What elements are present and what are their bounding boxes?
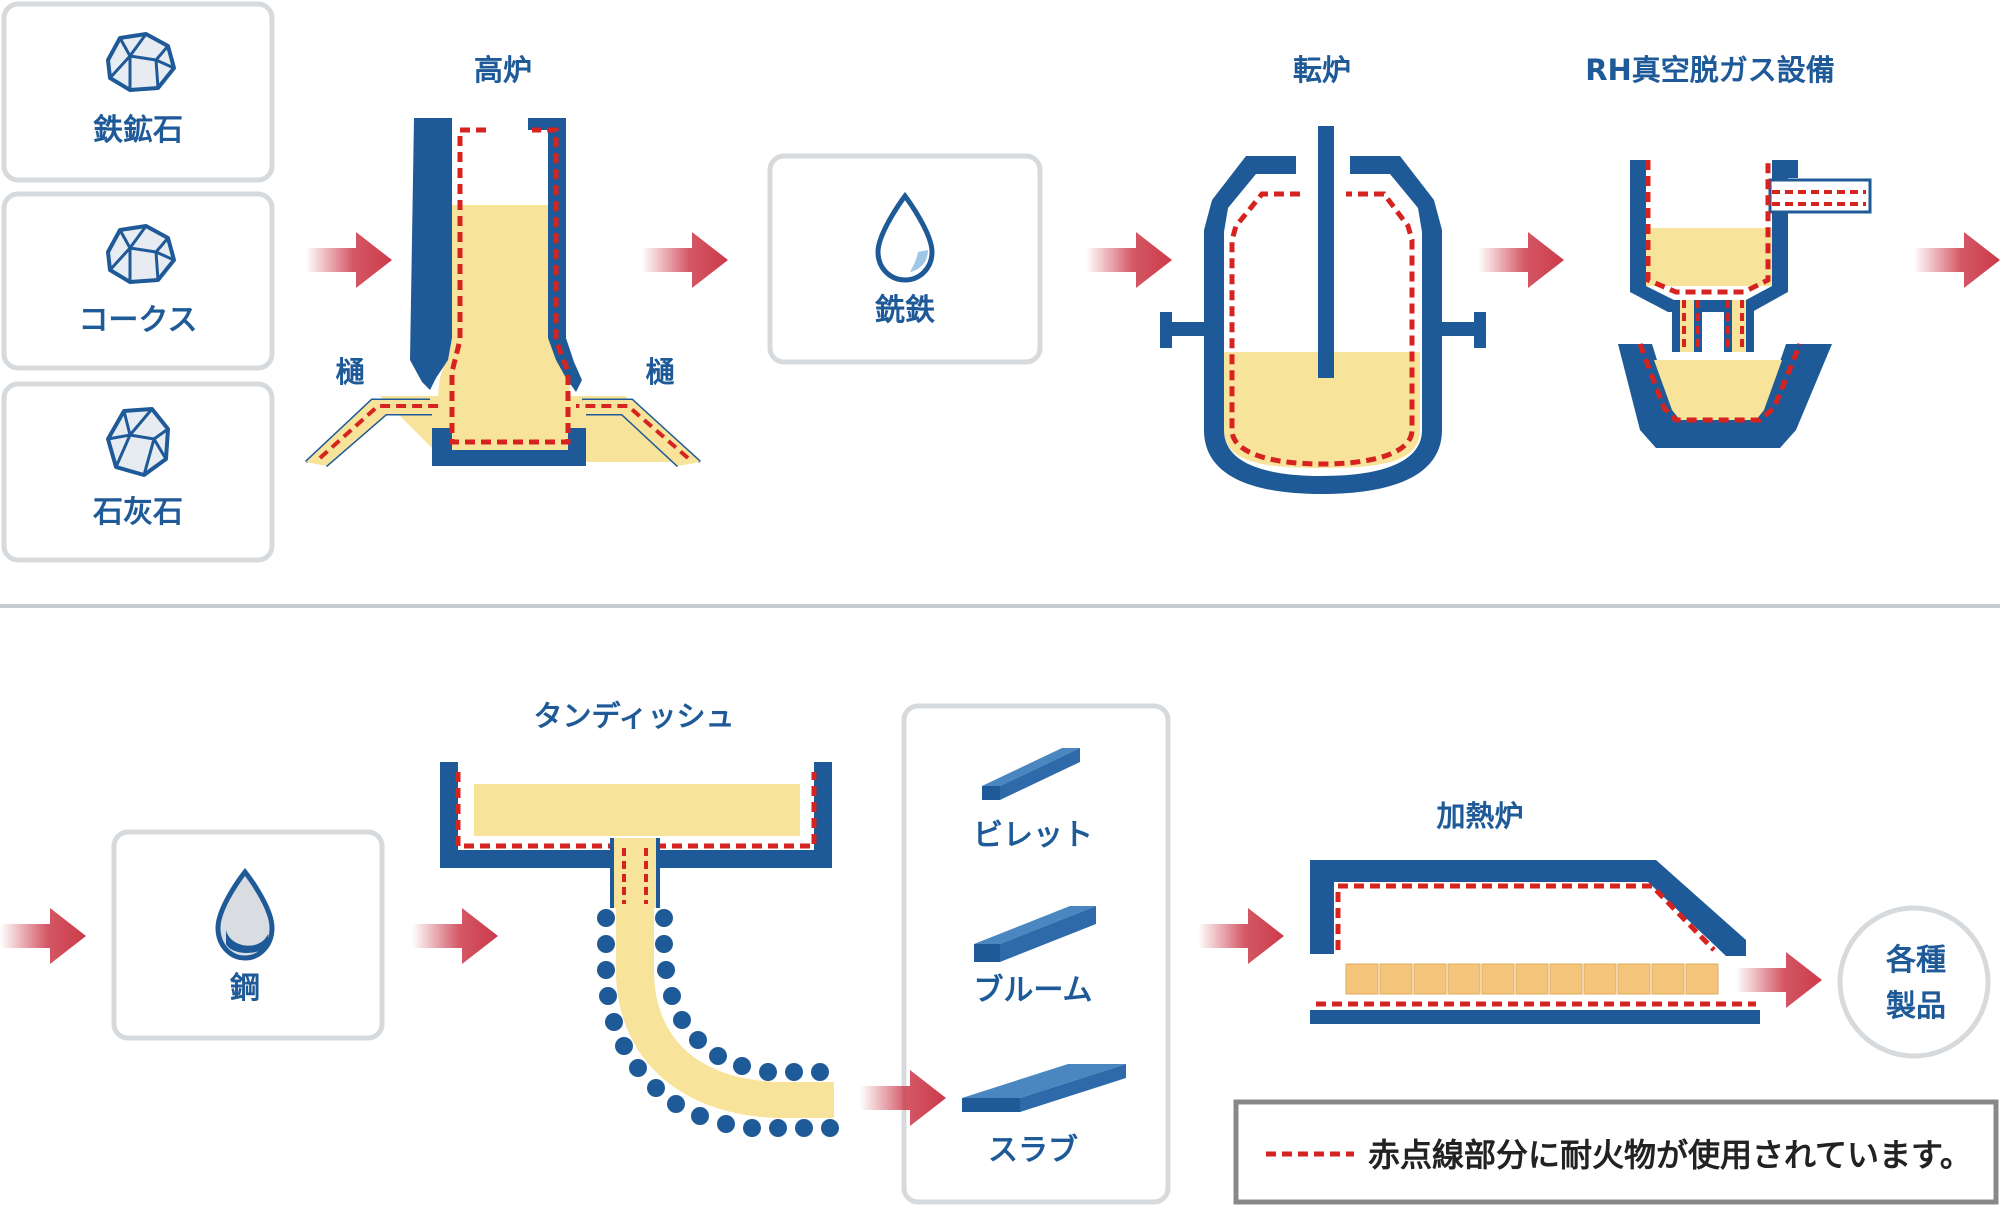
arrow-right-icon (0, 908, 86, 964)
trough-left-label: 樋 (335, 355, 364, 389)
rh-degasser: RH真空脱ガス設備 (1585, 53, 1872, 448)
arrow-right-icon (1736, 952, 1822, 1008)
tundish: タンディッシュ (440, 699, 839, 1137)
slab-label: スラブ (988, 1133, 1078, 1168)
rock-icon (106, 224, 176, 284)
bloom-shape (974, 906, 1096, 962)
roll-dots (597, 909, 839, 1137)
arrow-right-icon (1478, 232, 1564, 288)
raw-material-iron-ore: 鉄鉱石 (1, 1, 275, 183)
slab-shape (962, 1064, 1126, 1112)
pig-iron-box: 銑鉄 (767, 153, 1043, 365)
steel-box: 鋼 (111, 829, 385, 1041)
flow-arrows (0, 232, 2000, 1126)
billet-label: ビレット (973, 818, 1093, 853)
tundish-title: タンディッシュ (534, 699, 735, 733)
trough-right-label: 樋 (645, 355, 674, 389)
steel-blocks (1345, 963, 1719, 995)
rock-icon (106, 32, 176, 92)
products-line1: 各種 (1885, 943, 1946, 978)
arrow-right-icon (1914, 232, 2000, 288)
arrow-right-icon (1086, 232, 1172, 288)
arrow-right-icon (860, 1070, 946, 1126)
blast-furnace: 高炉 樋 樋 (304, 53, 702, 468)
rh-degasser-title: RH真空脱ガス設備 (1585, 53, 1835, 87)
products-circle: 各種 製品 (1837, 905, 1991, 1059)
raw-material-coke: コークス (1, 191, 275, 371)
arrow-right-icon (306, 232, 392, 288)
raw-material-label: コークス (78, 303, 197, 338)
converter-title: 転炉 (1293, 53, 1351, 87)
products-line2: 製品 (1886, 989, 1946, 1024)
billet-shape (982, 748, 1080, 800)
steel-label: 鋼 (230, 971, 260, 1006)
raw-material-limestone: 石灰石 (1, 381, 275, 563)
reheating-furnace-title: 加熱炉 (1436, 799, 1523, 833)
arrow-right-icon (642, 232, 728, 288)
semi-products-box: ビレット ブルーム スラブ (901, 703, 1171, 1205)
reheating-furnace: 加熱炉 (1310, 799, 1760, 1024)
bloom-label: ブルーム (973, 973, 1092, 1008)
raw-material-label: 鉄鉱石 (93, 113, 183, 148)
raw-material-label: 石灰石 (92, 495, 183, 530)
legend-text: 赤点線部分に耐火物が使用されています。 (1368, 1136, 1972, 1174)
blast-furnace-title: 高炉 (474, 53, 532, 87)
arrow-right-icon (412, 908, 498, 964)
pig-iron-label: 銑鉄 (874, 293, 935, 328)
droplet-icon (215, 867, 275, 961)
legend: 赤点線部分に耐火物が使用されています。 (1233, 1099, 1999, 1205)
converter: 転炉 (1160, 53, 1486, 494)
arrow-right-icon (1198, 908, 1284, 964)
